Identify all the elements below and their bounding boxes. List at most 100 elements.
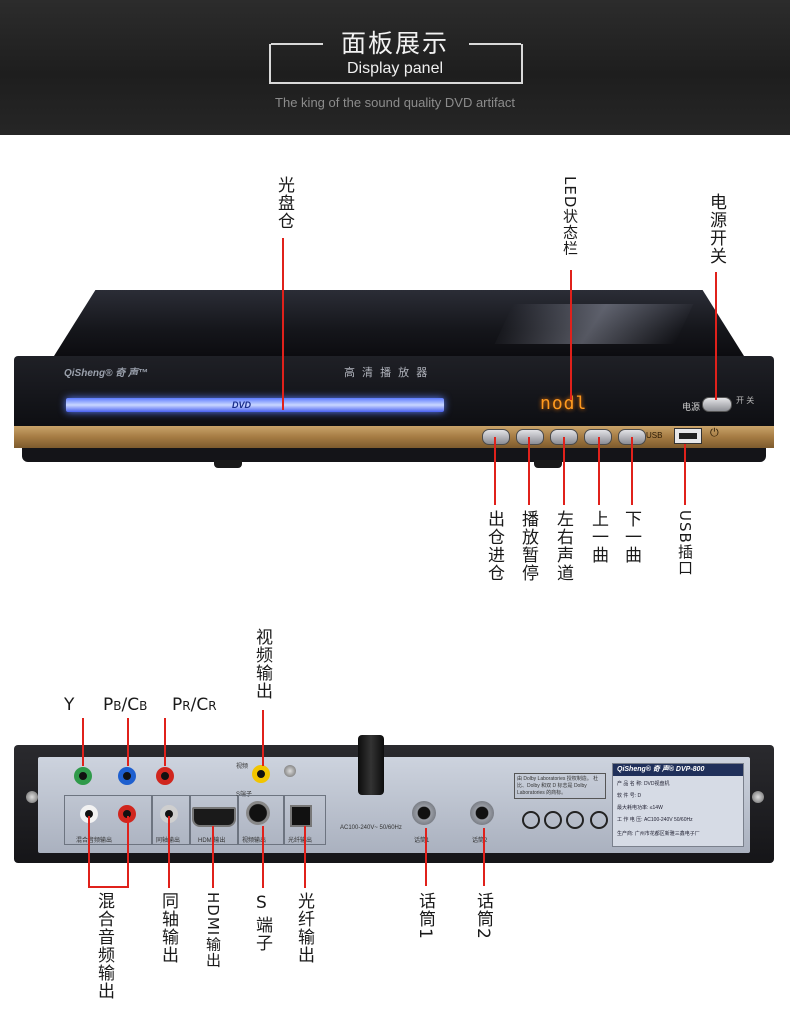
brand-logo: QiSheng® 奇 声™ bbox=[64, 368, 149, 379]
coax-group bbox=[152, 795, 190, 845]
callout-line bbox=[88, 816, 90, 888]
device-foot bbox=[534, 460, 562, 468]
callout-line bbox=[483, 828, 485, 886]
usb-port[interactable] bbox=[674, 428, 702, 444]
callout-line bbox=[715, 272, 717, 400]
header-banner: 面板展示 Display panel The king of the sound… bbox=[0, 0, 790, 135]
mic2-jack[interactable] bbox=[470, 801, 494, 825]
spec-row: 软 件 号: D bbox=[617, 793, 642, 799]
label-s-terminal: 端子 bbox=[252, 916, 272, 952]
label-next: 下一曲 bbox=[621, 510, 641, 564]
callout-line bbox=[598, 437, 600, 505]
label-pr-cr: PR/CR bbox=[172, 695, 217, 715]
label-cb-sub: B bbox=[139, 699, 148, 713]
label-coax: 同轴输出 bbox=[158, 892, 178, 964]
power-switch-marking: 开 关 bbox=[736, 396, 755, 405]
label-pb: P bbox=[103, 695, 114, 715]
caption-optical: 光纤输出 bbox=[288, 838, 313, 844]
page-title-english: Display panel bbox=[346, 60, 444, 77]
callout-line bbox=[631, 437, 633, 505]
spec-row: 最大耗电功率: ≤14W bbox=[617, 805, 663, 811]
s-video-port[interactable] bbox=[246, 801, 270, 825]
tray-logo: DVD bbox=[232, 400, 252, 410]
power-button[interactable] bbox=[702, 397, 732, 412]
mic1-jack[interactable] bbox=[412, 801, 436, 825]
callout-line bbox=[127, 816, 129, 888]
caption-hdmi: HDMI输出 bbox=[198, 835, 225, 844]
screw-icon bbox=[752, 791, 764, 803]
callout-line bbox=[212, 826, 214, 888]
label-hdmi: HDMI输出 bbox=[204, 892, 222, 969]
spec-row: 生产商: 广州市花都区新雅三鑫电子厂 bbox=[617, 831, 700, 837]
usb-text: USB bbox=[646, 431, 663, 440]
label-pb-sub: B bbox=[113, 699, 122, 713]
eject-button[interactable] bbox=[482, 429, 510, 445]
climate-icon bbox=[590, 811, 608, 829]
pr-output-jack[interactable] bbox=[156, 767, 174, 785]
label-power-switch: 电源开关 bbox=[706, 193, 726, 265]
standby-icon: ⏻ bbox=[710, 427, 719, 439]
callout-line bbox=[282, 238, 284, 410]
label-optical: 光纤输出 bbox=[294, 892, 314, 964]
callout-line bbox=[304, 826, 306, 888]
ac-input-caption: AC100-240V~ 50/60Hz bbox=[340, 825, 402, 831]
callout-line bbox=[88, 886, 129, 888]
label-play-pause: 播放暂停 bbox=[518, 510, 538, 582]
device-foot bbox=[214, 460, 242, 468]
model-text: 高 清 播 放 器 bbox=[344, 367, 430, 379]
label-cr-sub: R bbox=[208, 699, 217, 713]
caption-mix-audio: 混合音频输出 bbox=[76, 838, 113, 844]
pb-output-jack[interactable] bbox=[118, 767, 136, 785]
led-display: nodl bbox=[540, 393, 588, 414]
label-mic1: 话筒1 bbox=[415, 892, 435, 940]
callout-line bbox=[164, 718, 166, 766]
page-subtitle: The king of the sound quality DVD artifa… bbox=[275, 95, 515, 110]
play-pause-button[interactable] bbox=[516, 429, 544, 445]
callout-line bbox=[425, 828, 427, 886]
callout-line bbox=[262, 826, 264, 888]
caption-video: 视频输出 bbox=[242, 838, 267, 844]
label-disc-tray: 光盘仓 bbox=[274, 176, 294, 230]
label-prev: 上一曲 bbox=[588, 510, 608, 564]
spec-header: QiSheng® 奇 声® DVP-800 bbox=[613, 764, 743, 776]
label-led-status: LED状态栏 bbox=[561, 176, 579, 257]
y-output-jack[interactable] bbox=[74, 767, 92, 785]
label-y: Y bbox=[64, 695, 75, 715]
caption-video-small: 视频 bbox=[236, 764, 249, 770]
hdmi-port[interactable] bbox=[192, 807, 236, 827]
label-s-terminal-s: S bbox=[256, 893, 267, 913]
label-cb-sep: /C bbox=[121, 695, 140, 715]
label-usb: USB插口 bbox=[676, 510, 694, 576]
power-label: 电源 bbox=[682, 402, 701, 412]
callout-line bbox=[127, 718, 129, 766]
callout-line bbox=[528, 437, 530, 505]
power-cord bbox=[358, 735, 384, 795]
label-channel: 左右声道 bbox=[553, 510, 573, 582]
10-year-icon bbox=[544, 811, 562, 829]
label-cr-sep: /C bbox=[190, 695, 209, 715]
callout-line bbox=[494, 437, 496, 505]
dvd-player-rear: 混合音频输出 同轴输出 HDMI输出 视频 S端子 视频输出 光纤输出 AC10… bbox=[14, 735, 774, 863]
title-frame bbox=[269, 43, 523, 84]
callout-line bbox=[563, 437, 565, 505]
callout-line bbox=[570, 270, 572, 400]
mix-audio-group bbox=[64, 795, 152, 845]
spec-row: 工 作 电 压: AC100-240V 50/60Hz bbox=[617, 817, 693, 823]
page-title: 面板展示 bbox=[340, 29, 449, 58]
device-base bbox=[22, 448, 766, 462]
dvd-player-front: QiSheng® 奇 声™ 高 清 播 放 器 DVD nodl 电源 开 关 … bbox=[14, 290, 774, 468]
callout-line bbox=[262, 710, 264, 766]
spec-row: 产 品 名 称: DVD视盘机 bbox=[617, 781, 670, 787]
optical-port[interactable] bbox=[290, 805, 312, 827]
hdmi-group bbox=[190, 795, 238, 845]
screw-icon bbox=[26, 791, 38, 803]
ccc-cert-icon bbox=[522, 811, 540, 829]
video-output-jack[interactable] bbox=[252, 765, 270, 783]
callout-line bbox=[684, 444, 686, 505]
screw-icon bbox=[284, 765, 296, 777]
disc-tray[interactable] bbox=[66, 398, 444, 412]
device-front-face bbox=[14, 356, 774, 428]
callout-line bbox=[168, 816, 170, 888]
label-eject: 出仓进仓 bbox=[484, 510, 504, 582]
spec-label: QiSheng® 奇 声® DVP-800 产 品 名 称: DVD视盘机 软 … bbox=[612, 763, 744, 847]
